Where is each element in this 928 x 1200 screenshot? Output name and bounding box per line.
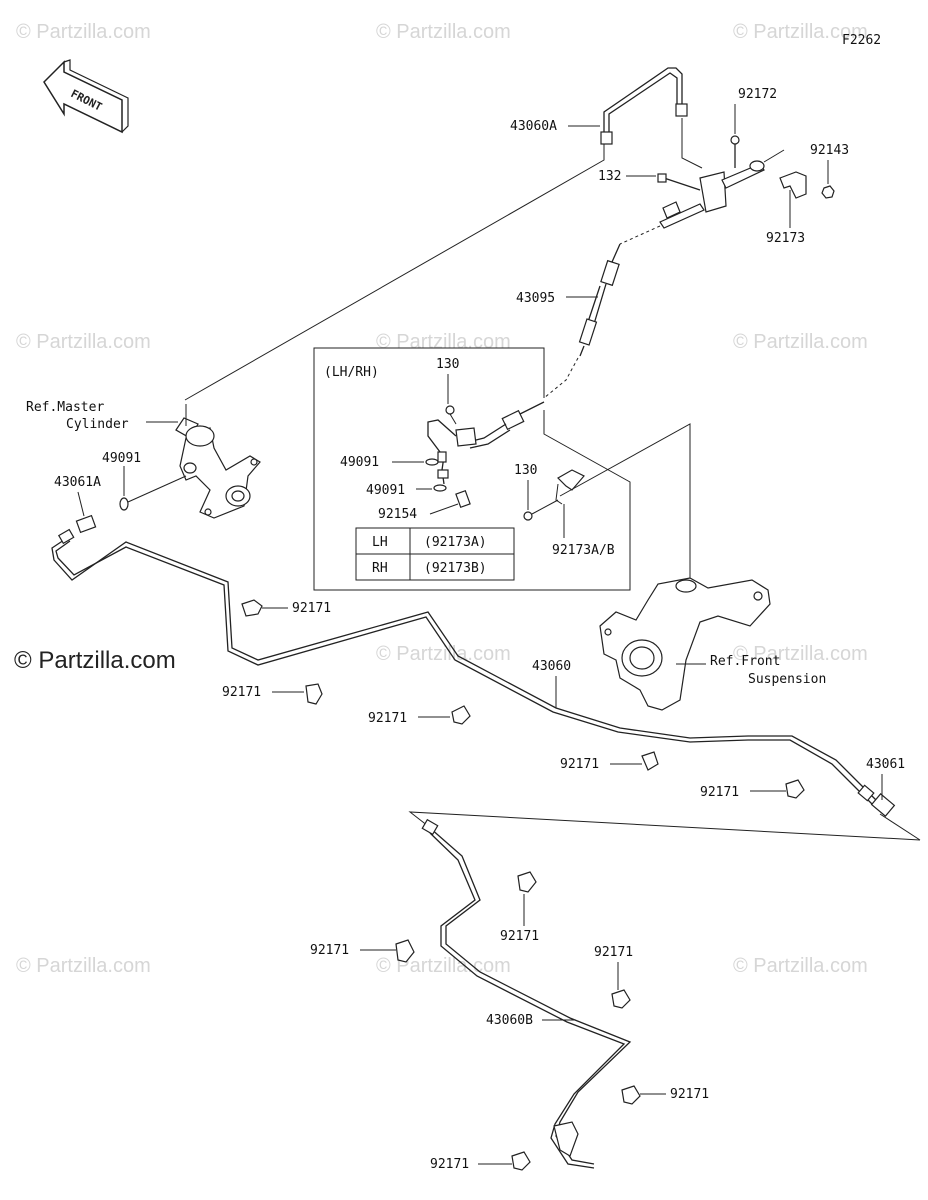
clip-92171 — [395, 939, 415, 963]
clip-92171 — [785, 779, 805, 799]
callout-92143: 92143 — [810, 143, 849, 158]
callout-43095: 43095 — [516, 291, 555, 306]
callouts: 43060A 92172 92143 132 92173 43095 130 4… — [54, 87, 905, 1172]
front-arrow-icon: FRONT — [43, 59, 129, 134]
watermark: © Partzilla.com — [376, 643, 511, 665]
callout-92171: 92171 — [700, 785, 739, 800]
callout-92171: 92171 — [500, 929, 539, 944]
table-cell: RH — [372, 561, 388, 576]
watermark: © Partzilla.com — [376, 21, 511, 43]
callout-92171: 92171 — [222, 685, 261, 700]
callout-132: 132 — [598, 169, 621, 184]
watermark: © Partzilla.com — [376, 955, 511, 977]
pipe-43060b — [421, 818, 632, 1169]
callout-92171: 92171 — [292, 601, 331, 616]
table-cell: (92173B) — [424, 561, 487, 576]
watermark: © Partzilla.com — [733, 331, 868, 353]
bleeder-92154 — [455, 489, 471, 509]
clamp-92173 — [779, 171, 807, 199]
callout-92172: 92172 — [738, 87, 777, 102]
figure-code: F2262 — [842, 33, 881, 48]
cable-43095 — [543, 225, 661, 399]
watermark: © Partzilla.com — [733, 21, 868, 43]
callout-92171: 92171 — [368, 711, 407, 726]
ref-front-label: Suspension — [748, 672, 826, 687]
bracket-assembly — [659, 149, 785, 229]
bolt-130 — [445, 405, 457, 425]
nut-92143 — [821, 185, 835, 199]
callout-92171: 92171 — [560, 757, 599, 772]
pipe-43060 — [51, 528, 881, 809]
fitting-43061 — [870, 793, 896, 817]
callout-130: 130 — [514, 463, 537, 478]
ref-master-label: Cylinder — [66, 417, 129, 432]
bolt-132 — [657, 173, 701, 191]
callout-43060a: 43060A — [510, 119, 557, 134]
front-suspension — [599, 577, 771, 711]
callout-43061: 43061 — [866, 757, 905, 772]
callout-92173ab: 92173A/B — [552, 543, 615, 558]
clip-92171 — [241, 599, 263, 617]
clip-92171 — [611, 989, 631, 1009]
master-cylinder — [175, 417, 261, 519]
bolt-130 — [523, 499, 559, 521]
watermark: © Partzilla.com — [16, 331, 151, 353]
brand-watermark: © Partzilla.com — [14, 647, 176, 674]
callout-92171: 92171 — [670, 1087, 709, 1102]
watermark: © Partzilla.com — [376, 331, 511, 353]
callout-43060: 43060 — [532, 659, 571, 674]
clip-92171 — [511, 1151, 531, 1171]
watermarks: © Partzilla.com © Partzilla.com © Partzi… — [16, 21, 868, 977]
callout-49091: 49091 — [366, 483, 405, 498]
variant-label: (LH/RH) — [324, 365, 379, 380]
table-cell: (92173A) — [424, 535, 487, 550]
callout-43061a: 43061A — [54, 475, 101, 490]
washer-49091 — [119, 497, 129, 511]
fitting-43061a — [75, 514, 97, 534]
clip-92171 — [305, 683, 323, 705]
lh-rh-hose — [427, 401, 545, 485]
watermark: © Partzilla.com — [16, 21, 151, 43]
clip-92171 — [621, 1085, 641, 1105]
callout-43060b: 43060B — [486, 1013, 533, 1028]
clip-92171 — [641, 751, 659, 771]
clip-92171 — [517, 871, 537, 893]
callout-92154: 92154 — [378, 507, 417, 522]
callout-92173: 92173 — [766, 231, 805, 246]
table-cell: LH — [372, 535, 388, 550]
side-table: LH (92173A) RH (92173B) — [355, 527, 515, 581]
ref-front-label: Ref.Front — [710, 654, 780, 669]
callout-92171: 92171 — [310, 943, 349, 958]
clip-92171 — [451, 705, 471, 725]
callout-49091: 49091 — [102, 451, 141, 466]
washer-49091 — [425, 458, 439, 466]
ref-master-label: Ref.Master — [26, 400, 104, 415]
callout-130: 130 — [436, 357, 459, 372]
bolt-92172 — [730, 135, 740, 168]
callout-92171: 92171 — [594, 945, 633, 960]
washer-49091 — [433, 484, 447, 492]
watermark: © Partzilla.com — [733, 643, 868, 665]
callout-92171: 92171 — [430, 1157, 469, 1172]
watermark: © Partzilla.com — [733, 955, 868, 977]
callout-49091: 49091 — [340, 455, 379, 470]
clamp-92173ab — [555, 469, 585, 505]
pipe-43060a — [600, 67, 688, 145]
watermark: © Partzilla.com — [16, 955, 151, 977]
